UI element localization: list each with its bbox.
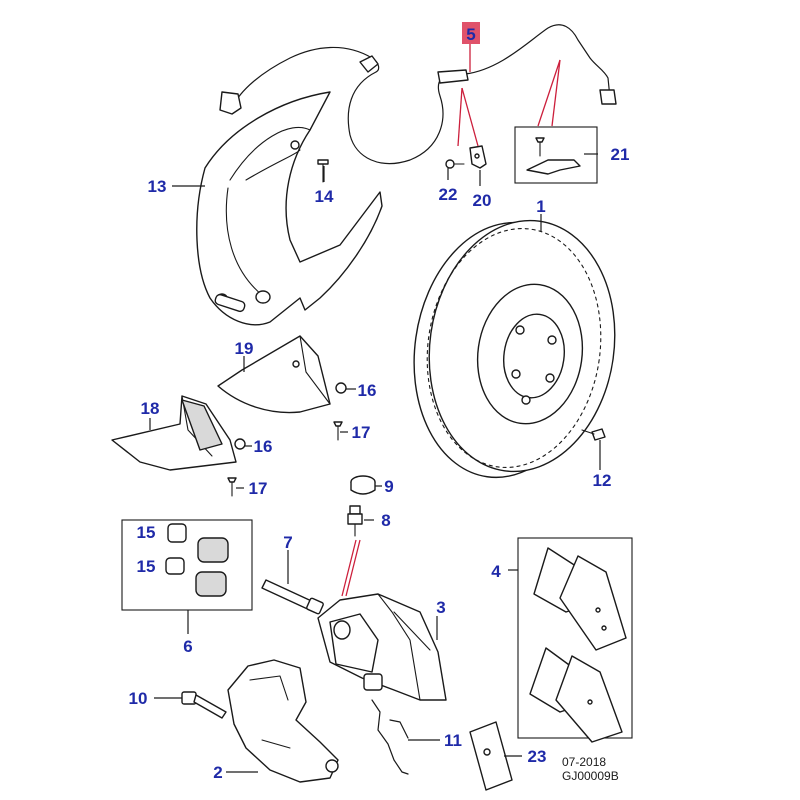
callout-23: 23 [528,747,547,766]
callout-4: 4 [491,562,501,581]
guide-pin-kit-box [121,519,253,611]
callout-5: 5 [466,25,475,44]
callout-21: 21 [611,145,630,164]
brake-caliper-3 [317,593,447,701]
callout-14: 14 [315,187,334,206]
shield-bolt-14 [317,159,329,183]
bolt-17-lower [227,477,237,497]
leader-lines [149,153,601,773]
bolt-16-upper [335,382,347,394]
highlight-leaders [341,44,561,597]
anti-rattle-spring-11 [371,699,409,775]
splash-shield-18 [111,395,237,471]
callout-11: 11 [444,731,462,750]
guide-pin-boots [165,523,229,597]
sensor-clip-20 [469,145,487,169]
brake-pads-set [529,547,627,743]
guide-pin-7 [261,579,324,615]
callout-22: 22 [439,185,458,204]
callout-13: 13 [148,177,167,196]
callout-6: 6 [183,637,192,656]
bleed-screw-8 [347,505,363,537]
caliper-carrier-2 [227,659,339,783]
callout-18: 18 [141,399,160,418]
callout-15-lower: 15 [137,557,156,576]
callout-8: 8 [381,511,390,530]
footer-date: 07-2018 [562,755,606,769]
wear-indicator-23 [469,721,513,791]
callout-7: 7 [283,533,292,552]
callout-12: 12 [593,471,612,490]
carrier-bolt-10 [181,691,227,719]
sensor-bracket-21 [526,137,581,175]
callout-9: 9 [384,477,393,496]
sensor-bolt-22 [445,159,465,169]
callout-1: 1 [536,197,545,216]
brake-disc-shield [196,91,383,326]
bolt-17-upper [333,421,343,441]
callout-15-upper: 15 [137,523,156,542]
wear-sensor-wire-front [219,46,446,165]
callout-5-highlight [462,22,480,44]
disc-screw-12 [581,428,606,441]
splash-shield-19 [217,335,331,414]
footer-code: GJ00009B [562,769,619,783]
callout-3: 3 [436,598,445,617]
callout-16-lower: 16 [254,437,273,456]
callout-16-upper: 16 [358,381,377,400]
callout-17-lower: 17 [249,479,268,498]
brake-disc [413,219,616,479]
dust-cap-9 [350,475,376,495]
bolt-16-lower [234,438,246,450]
callout-10: 10 [129,689,148,708]
brake-pads-box [517,537,633,739]
callout-17-upper: 17 [352,423,371,442]
callout-2: 2 [213,763,222,782]
wear-sensor-wire-rear [437,24,617,105]
callout-19: 19 [235,339,254,358]
callout-20: 20 [473,191,492,210]
bracket-box [514,126,598,184]
